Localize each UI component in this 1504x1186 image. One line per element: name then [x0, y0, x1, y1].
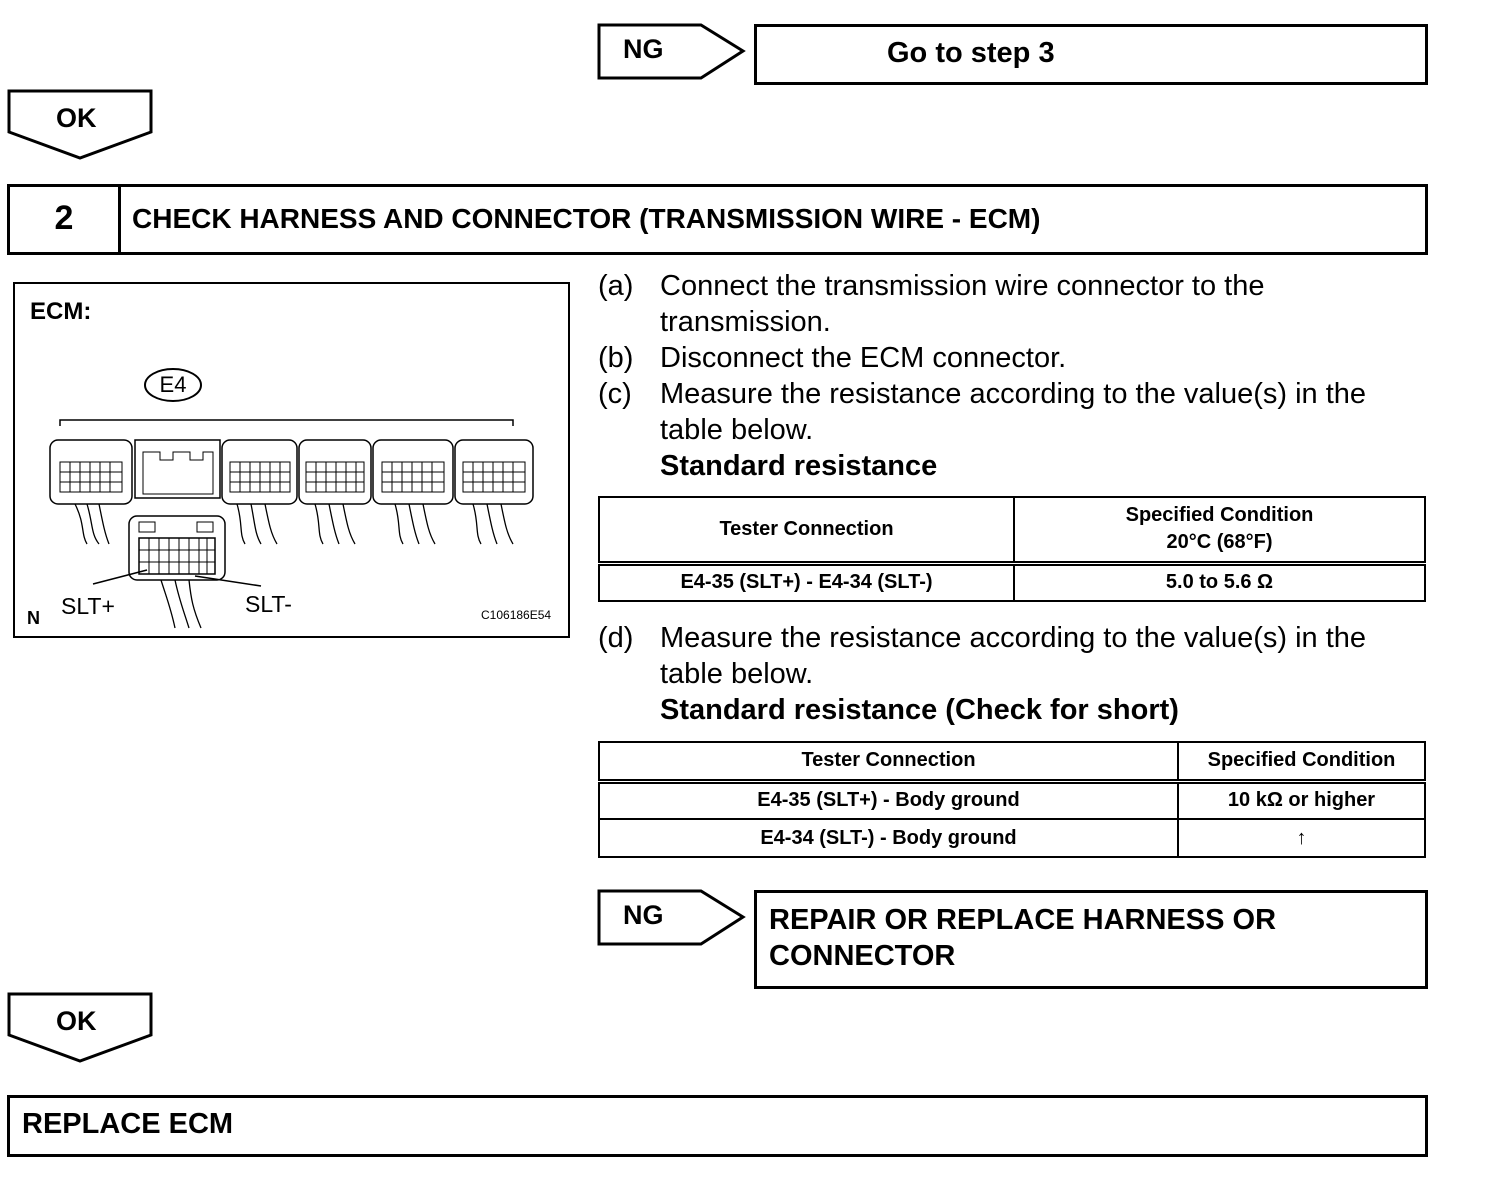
repair-harness-text: REPAIR OR REPLACE HARNESS OR CONNECTOR: [769, 902, 1276, 974]
table-row: E4-34 (SLT-) - Body ground ↑: [598, 818, 1426, 858]
instruction-c: (c) Measure the resistance according to …: [598, 376, 1418, 412]
repair-harness-line1: REPAIR OR REPLACE HARNESS OR: [769, 904, 1277, 936]
ok-label-2: OK: [56, 1006, 97, 1036]
instruction-c-text-2: table below.: [660, 414, 814, 446]
goto-step-3-box[interactable]: Go to step 3: [754, 24, 1428, 85]
repair-harness-box[interactable]: REPAIR OR REPLACE HARNESS OR CONNECTOR: [754, 890, 1428, 989]
ecm-connector-drawing: [49, 368, 534, 629]
step-number: 2: [54, 199, 74, 237]
table1-col2-header: Specified Condition 20°C (68°F): [1013, 496, 1426, 566]
instruction-d-text: Measure the resistance according to the …: [660, 622, 1367, 654]
replace-ecm-box[interactable]: REPLACE ECM: [7, 1095, 1428, 1157]
replace-ecm-text: REPLACE ECM: [22, 1108, 234, 1140]
resistance-table-2: Tester Connection Specified Condition E4…: [598, 741, 1426, 858]
instruction-b: (b) Disconnect the ECM connector.: [598, 340, 1418, 376]
resistance-table-1: Tester Connection Specified Condition 20…: [598, 496, 1426, 602]
table1-heading: Standard resistance: [660, 450, 938, 482]
table2-row1-connection: E4-35 (SLT+) - Body ground: [598, 780, 1179, 820]
orientation-mark: N: [27, 608, 40, 628]
instruction-a-text-2: transmission.: [660, 306, 831, 338]
label-slt-plus: SLT+: [61, 593, 115, 619]
table1-row1-condition: 5.0 to 5.6 Ω: [1013, 562, 1426, 602]
connector-id-e4: E4: [159, 372, 187, 397]
table2-col1-header: Tester Connection: [598, 741, 1179, 784]
table2-header-row: Tester Connection Specified Condition: [598, 741, 1426, 784]
ng-arrow-shape: [597, 23, 746, 80]
ng-badge-top: NG: [623, 34, 664, 64]
ok-label-1: OK: [56, 103, 97, 133]
instruction-a: (a) Connect the transmission wire connec…: [598, 268, 1418, 304]
instruction-b-letter: (b): [598, 342, 634, 374]
label-slt-minus: SLT-: [245, 591, 292, 617]
table1-row1-connection: E4-35 (SLT+) - E4-34 (SLT-): [598, 562, 1015, 602]
instruction-c-letter: (c): [598, 378, 632, 410]
table1-col2-header-line1: Specified Condition: [1125, 504, 1314, 527]
step-title: CHECK HARNESS AND CONNECTOR (TRANSMISSIO…: [132, 203, 1041, 234]
repair-harness-line2: CONNECTOR: [769, 940, 956, 972]
table1-col2-header-line2: 20°C (68°F): [1166, 531, 1273, 554]
ok-arrow-shape-1: [7, 89, 153, 160]
instruction-c-text: Measure the resistance according to the …: [660, 378, 1367, 410]
instruction-d-text-2: table below.: [660, 658, 814, 690]
table2-heading: Standard resistance (Check for short): [660, 694, 1179, 726]
table-row: E4-35 (SLT+) - E4-34 (SLT-) 5.0 to 5.6 Ω: [598, 562, 1426, 602]
instruction-c-cont: table below.: [598, 412, 1418, 448]
step-2-header: 2 CHECK HARNESS AND CONNECTOR (TRANSMISS…: [7, 184, 1428, 255]
table2-row2-condition: ↑: [1177, 818, 1426, 858]
figure-title: ECM:: [30, 298, 92, 325]
ecm-connector-figure: ECM:: [13, 282, 570, 638]
instruction-a-text: Connect the transmission wire connector …: [660, 270, 1265, 302]
table-row: E4-35 (SLT+) - Body ground 10 kΩ or high…: [598, 780, 1426, 820]
ng-badge-bottom: NG: [623, 900, 664, 930]
instruction-a-letter: (a): [598, 270, 634, 302]
goto-step-3-text: Go to step 3: [887, 37, 1055, 69]
figure-code: C106186E54: [481, 608, 552, 622]
ok-arrow-shape-2: [7, 992, 153, 1063]
ng-arrow-shape-bottom: [597, 889, 746, 946]
step-divider: [118, 187, 121, 252]
table2-row2-connection: E4-34 (SLT-) - Body ground: [598, 818, 1179, 858]
table1-header-row: Tester Connection Specified Condition 20…: [598, 496, 1426, 566]
instruction-b-text: Disconnect the ECM connector.: [660, 342, 1067, 374]
instruction-d-cont: table below.: [598, 656, 1418, 692]
instruction-d: (d) Measure the resistance according to …: [598, 620, 1418, 656]
table2-row1-condition: 10 kΩ or higher: [1177, 780, 1426, 820]
instruction-d-letter: (d): [598, 622, 634, 654]
table2-col2-header: Specified Condition: [1177, 741, 1426, 784]
instruction-a-cont: transmission.: [598, 304, 1418, 340]
table1-col1-header: Tester Connection: [598, 496, 1015, 566]
